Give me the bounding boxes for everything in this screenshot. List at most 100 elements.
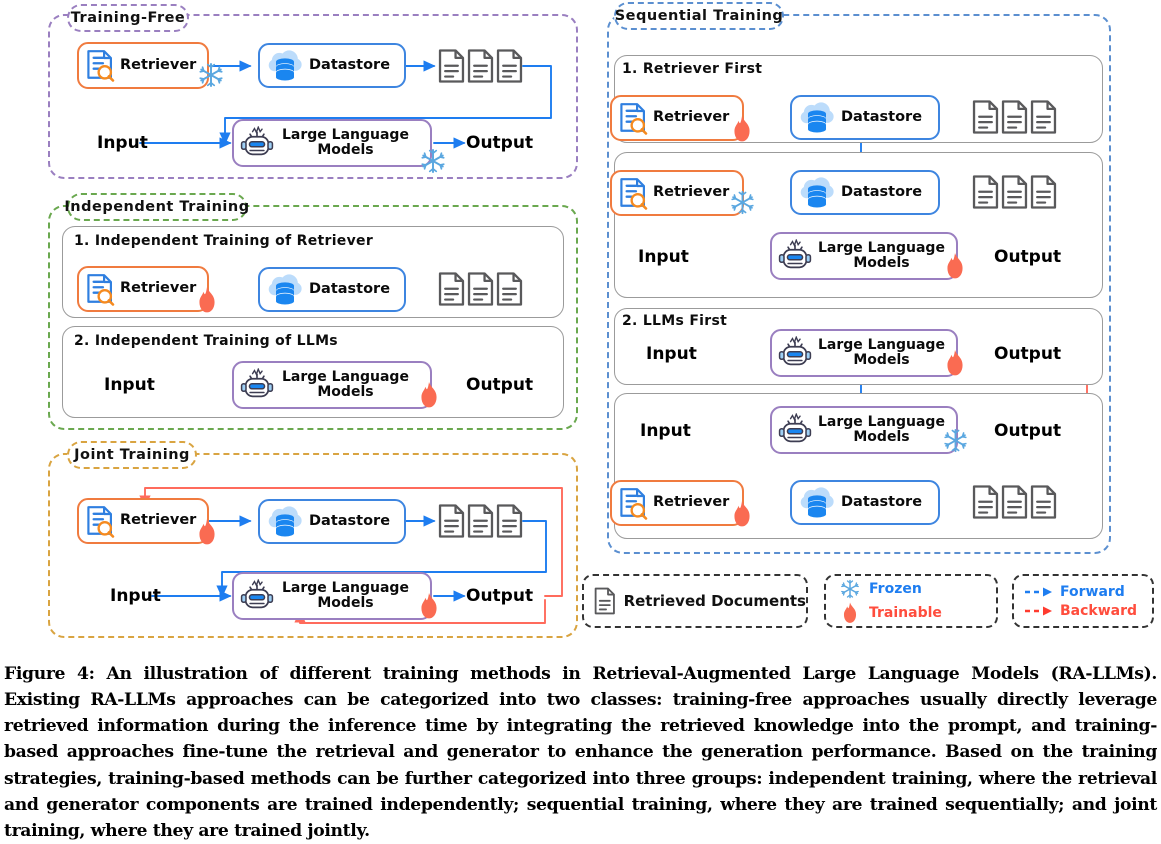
retriever-icon: [85, 505, 115, 538]
output-label: Output: [466, 375, 534, 395]
document-icon: [438, 498, 465, 544]
flame-icon: [418, 592, 440, 620]
legend-label: Retrieved Documents: [623, 592, 806, 610]
input-label: Input: [640, 421, 691, 441]
input-label: Input: [646, 344, 697, 364]
robot-icon: [240, 126, 274, 160]
retrieved-documents: [438, 43, 524, 89]
legend-row-trainable: Trainable: [840, 602, 942, 624]
node-label: Datastore: [841, 108, 923, 125]
document-icon: [972, 169, 999, 215]
datastore-icon: [267, 506, 303, 538]
node-label: Retriever: [653, 184, 730, 201]
subpanel-label: 2. LLMs First: [622, 313, 728, 329]
flame-icon: [196, 518, 218, 546]
retriever-icon: [618, 102, 648, 135]
node-label: Retriever: [120, 512, 197, 529]
document-icon: [972, 94, 999, 140]
group-title-text: Independent Training: [64, 199, 250, 215]
snowflake-icon: [420, 148, 446, 174]
flame-icon: [944, 349, 966, 377]
group-title-independent-training: Independent Training: [64, 193, 250, 221]
legend-label: Frozen: [869, 580, 922, 597]
legend-state-keys: Frozen Trainable: [824, 574, 998, 628]
figure-illustration: Training-Free Retriever Datastore Input …: [48, 2, 1154, 638]
retriever-icon: [618, 177, 648, 210]
robot-icon: [778, 239, 812, 273]
node-label: Retriever: [653, 494, 730, 511]
retrieved-documents: [972, 94, 1058, 140]
retrieved-documents: [438, 266, 524, 312]
node-retriever[interactable]: Retriever: [610, 480, 744, 526]
document-icon: [496, 266, 523, 312]
robot-icon: [240, 368, 274, 402]
snowflake-icon: [730, 190, 755, 215]
subpanel-label: 2. Independent Training of LLMs: [74, 333, 338, 349]
snowflake-icon: [943, 428, 968, 453]
input-label: Input: [638, 247, 689, 267]
node-label: Datastore: [309, 280, 391, 297]
legend-label: Forward: [1060, 583, 1125, 600]
snowflake-icon: [840, 579, 860, 599]
node-label: Retriever: [120, 56, 197, 73]
flame-icon: [418, 381, 440, 409]
group-title-sequential-training: Sequential Training: [614, 2, 784, 30]
group-title-text: Training-Free: [70, 10, 186, 26]
document-icon: [496, 43, 523, 89]
datastore-icon: [267, 274, 303, 306]
output-label: Output: [466, 133, 534, 153]
node-label: Datastore: [309, 512, 391, 529]
document-icon: [1001, 479, 1028, 525]
document-icon: [496, 498, 523, 544]
subpanel-label: 1. Independent Training of Retriever: [74, 233, 374, 249]
document-icon: [467, 43, 494, 89]
input-label: Input: [104, 375, 155, 395]
node-datastore[interactable]: Datastore: [258, 267, 406, 312]
retrieved-documents: [438, 498, 524, 544]
group-training-free: [48, 14, 578, 179]
robot-icon: [240, 579, 274, 613]
dashed-arrow-icon: [1025, 587, 1052, 596]
node-datastore[interactable]: Datastore: [790, 170, 940, 215]
output-label: Output: [994, 344, 1062, 364]
flame-icon: [944, 252, 966, 280]
document-icon: [1001, 169, 1028, 215]
node-retriever[interactable]: Retriever: [610, 170, 744, 216]
input-label: Input: [110, 586, 161, 606]
node-retriever[interactable]: Retriever: [610, 95, 744, 141]
node-datastore[interactable]: Datastore: [258, 43, 406, 88]
node-datastore[interactable]: Datastore: [258, 499, 406, 544]
node-retriever[interactable]: Retriever: [77, 266, 209, 312]
group-title-training-free: Training-Free: [67, 4, 189, 32]
node-retriever[interactable]: Retriever: [77, 42, 209, 89]
output-label: Output: [994, 421, 1062, 441]
retrieved-documents: [972, 479, 1058, 525]
node-datastore[interactable]: Datastore: [790, 95, 940, 140]
output-label: Output: [466, 586, 534, 606]
robot-icon: [778, 336, 812, 370]
node-datastore[interactable]: Datastore: [790, 480, 940, 525]
snowflake-icon: [198, 62, 224, 88]
input-label: Input: [97, 133, 148, 153]
legend-row-forward: Forward: [1024, 584, 1125, 600]
retriever-icon: [618, 487, 648, 520]
node-retriever[interactable]: Retriever: [77, 498, 209, 544]
legend-label: Trainable: [869, 604, 942, 621]
document-icon: [467, 498, 494, 544]
datastore-icon: [267, 50, 303, 82]
group-title-joint-training: Joint Training: [67, 441, 197, 469]
legend-row-frozen: Frozen: [840, 579, 922, 599]
retrieved-documents: [972, 169, 1058, 215]
flame-icon: [731, 500, 753, 528]
